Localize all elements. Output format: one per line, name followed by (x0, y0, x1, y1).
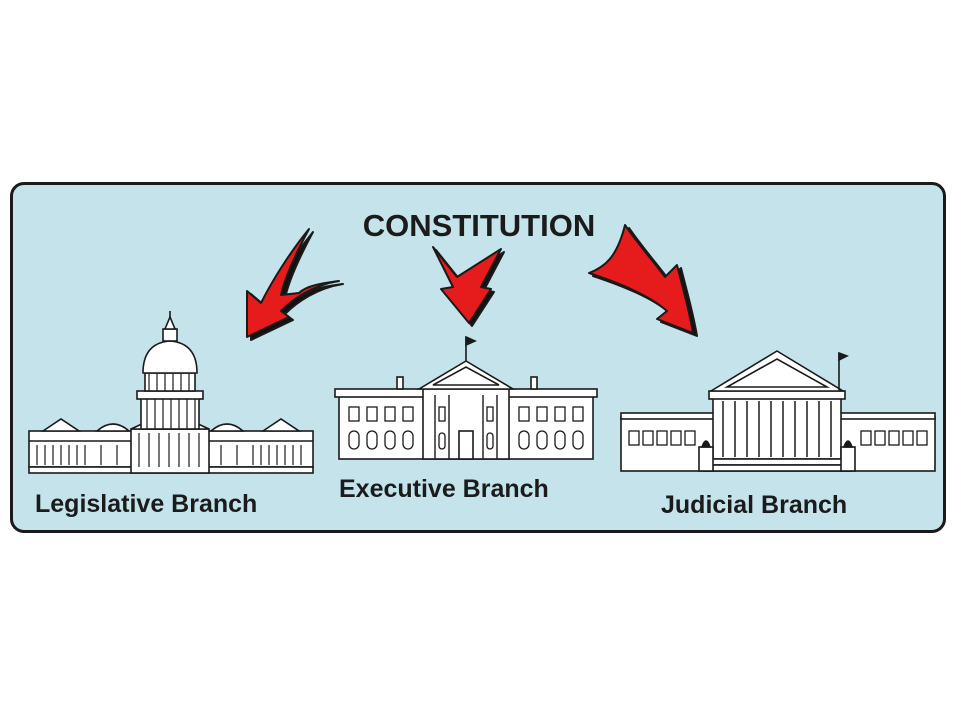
diagram-panel: CONSTITUTION Legislative Branch Executiv… (10, 182, 946, 533)
supreme-court-icon (620, 350, 936, 472)
constitution-title: CONSTITUTION (362, 208, 596, 243)
diagram-artwork (28, 224, 936, 474)
arrow-to-judicial-icon (588, 224, 698, 337)
capitol-building-icon (28, 311, 314, 474)
executive-branch-label: Executive Branch (339, 475, 549, 503)
judicial-branch-label: Judicial Branch (661, 491, 848, 519)
white-house-icon (334, 335, 598, 460)
arrow-to-executive-icon (432, 246, 505, 327)
legislative-branch-label: Legislative Branch (35, 490, 258, 518)
arrow-to-legislative-icon (246, 228, 344, 341)
